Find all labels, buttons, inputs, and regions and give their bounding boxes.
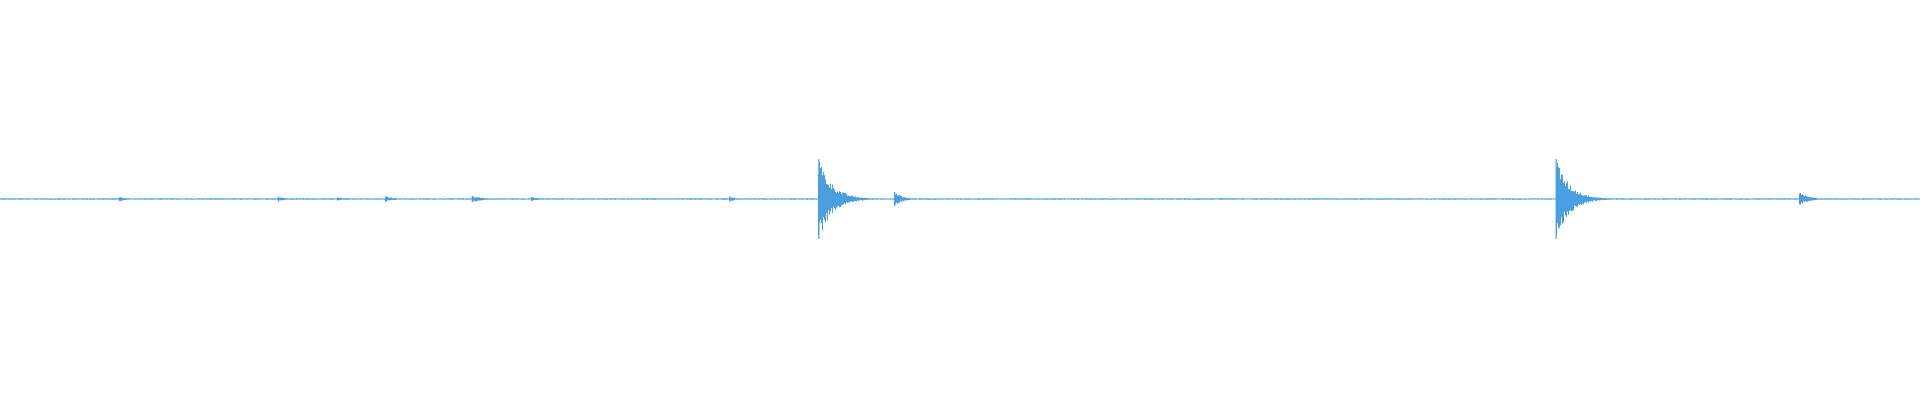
waveform-series xyxy=(0,159,1920,239)
